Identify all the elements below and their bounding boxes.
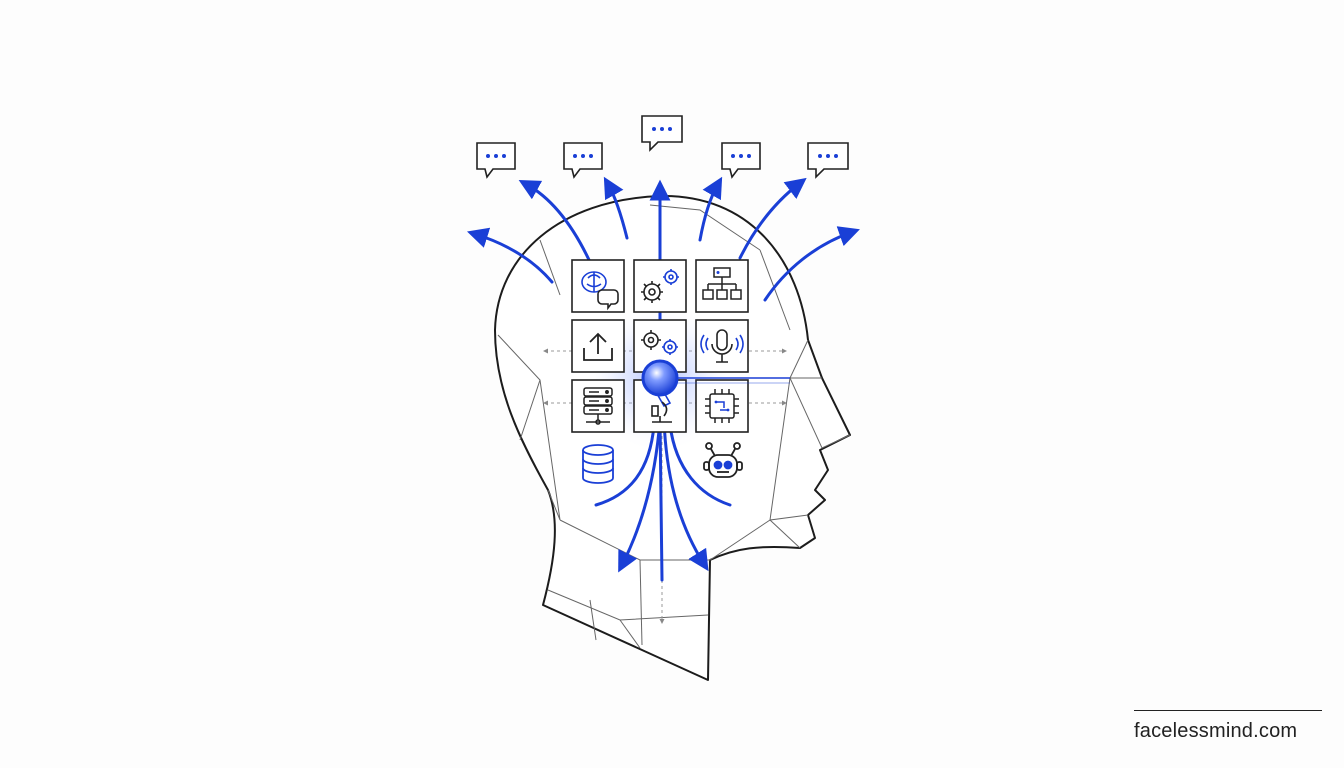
speech-bubbles xyxy=(476,115,849,179)
arrow-out-6 xyxy=(738,177,807,260)
downward-arrows xyxy=(594,418,732,582)
tile-upload xyxy=(571,319,625,373)
arrow-down-2 xyxy=(662,418,709,572)
brain-chat-icon xyxy=(581,271,619,311)
speech-bubble-ellipsis-icon xyxy=(807,142,849,179)
icon-tile-grid xyxy=(571,259,749,433)
server-database-icon xyxy=(583,387,613,425)
tile-gears-center xyxy=(633,319,687,373)
cpu-chip-icon xyxy=(705,389,739,423)
database-icon xyxy=(582,444,614,484)
robot-icon xyxy=(703,442,743,478)
upload-icon xyxy=(583,332,613,361)
arrow-out-3 xyxy=(603,176,629,240)
tile-org-chart xyxy=(695,259,749,313)
microphone-icon xyxy=(700,329,744,363)
speech-bubble-ellipsis-icon xyxy=(721,142,761,179)
arrow-out-5 xyxy=(698,176,723,242)
brand-url[interactable]: facelessmind.com xyxy=(1134,720,1298,742)
arrow-out-7 xyxy=(763,226,860,302)
tile-microphone xyxy=(695,319,749,373)
speech-bubble-ellipsis-icon xyxy=(563,142,603,179)
core-node xyxy=(641,359,790,397)
tile-cpu-chip xyxy=(695,379,749,433)
arrow-down-4 xyxy=(668,423,732,507)
gears-icon xyxy=(641,330,678,355)
arrow-out-2 xyxy=(518,179,592,264)
org-chart-icon xyxy=(702,267,742,300)
arrow-out-1 xyxy=(466,227,554,284)
arrow-down-1 xyxy=(618,418,662,573)
tile-server-database xyxy=(571,379,625,433)
tile-microscope xyxy=(633,379,687,433)
tile-brain-chat xyxy=(571,259,625,313)
footer-divider xyxy=(1134,710,1322,711)
speech-bubble-ellipsis-icon xyxy=(641,115,683,152)
arrow-down-3 xyxy=(594,423,656,507)
arrow-down-5 xyxy=(658,418,664,582)
gears-icon xyxy=(641,269,679,303)
tile-gears xyxy=(633,259,687,313)
speech-bubble-ellipsis-icon xyxy=(476,142,516,179)
